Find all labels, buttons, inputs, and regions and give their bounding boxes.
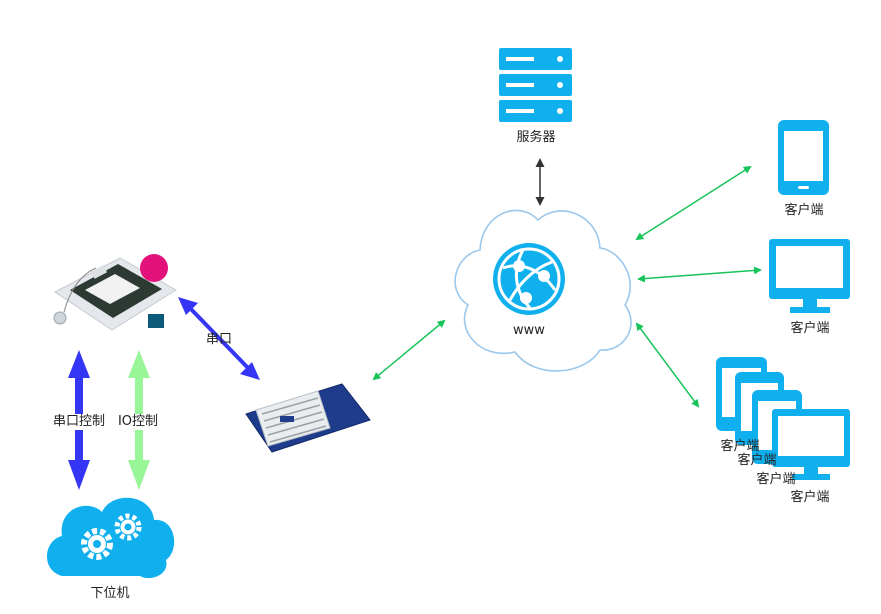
wifi-module-image <box>245 383 371 453</box>
serial-control-label: 串口控制 <box>50 414 108 430</box>
group-client-label: 客户端 <box>720 439 760 454</box>
lower-machine-label: 下位机 <box>90 586 130 601</box>
group-client-label: 客户端 <box>790 490 830 505</box>
group-client-label: 客户端 <box>737 453 777 468</box>
monitor-client-label: 客户端 <box>790 321 830 336</box>
serial-label: 串口 <box>205 332 233 347</box>
cloud-label: www <box>513 323 545 338</box>
io-control-label: IO控制 <box>115 414 161 430</box>
cloud-monitor-arrow <box>637 266 762 283</box>
client-group-icons <box>716 357 850 480</box>
phone-client-label: 客户端 <box>784 203 824 218</box>
cloud-module-arrow <box>372 319 446 381</box>
serial-arrow <box>178 297 260 380</box>
cloud-group-arrow <box>635 322 700 408</box>
group-client-label: 客户端 <box>756 472 796 487</box>
globe-icon <box>493 243 565 315</box>
lower-machine-icon <box>46 497 175 579</box>
server-icon <box>499 48 572 122</box>
gear-icon <box>114 513 142 541</box>
monitor-icon <box>769 239 850 313</box>
phone-icon <box>778 120 829 195</box>
cloud-phone-arrow <box>635 165 752 241</box>
gear-icon <box>81 528 113 560</box>
server-label: 服务器 <box>516 130 556 145</box>
stm32-board-image <box>53 254 177 331</box>
